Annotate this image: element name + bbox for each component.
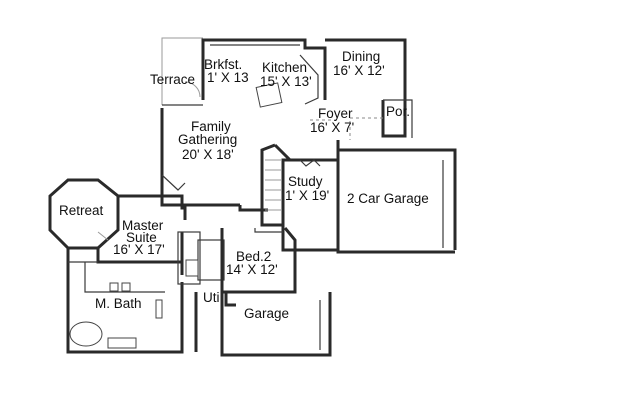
fixtures [69, 44, 383, 349]
room-dim-bed2: 14' X 12' [226, 262, 278, 277]
room-dim-foyer: 16' X 7' [310, 120, 354, 135]
room-name-garage: Garage [244, 306, 289, 321]
room-dim-master: 16' X 17' [113, 242, 165, 257]
room-name-master-line2: Suite [126, 230, 157, 245]
room-name-family-line2: Gathering [178, 132, 237, 147]
room-name-master-line1: Master [122, 218, 164, 233]
room-dim-dining: 16' X 12' [333, 63, 385, 78]
room-name-garage2: 2 Car Garage [347, 191, 429, 206]
room-dim-study: 1' X 19' [285, 188, 329, 203]
room-name-porch: Por. [386, 104, 410, 119]
walls [48, 37, 457, 357]
room-name-brkfst: Brkfst. [204, 57, 242, 72]
room-name-retreat: Retreat [59, 203, 104, 218]
room-dim-brkfst: 1' X 13 [207, 70, 249, 85]
room-name-family-line1: Family [191, 119, 231, 134]
room-name-bed2: Bed.2 [236, 249, 271, 264]
room-name-dining: Dining [342, 49, 380, 64]
room-name-utility: Uti [203, 290, 220, 305]
room-dim-kitchen: 15' X 13' [260, 74, 312, 89]
room-name-kitchen: Kitchen [262, 60, 307, 75]
room-dim-family: 20' X 18' [182, 147, 234, 162]
room-name-foyer: Foyer [318, 106, 353, 121]
room-name-terrace: Terrace [150, 72, 195, 87]
room-labels: Brkfst. 1' X 13 Kitchen 15' X 13' Dining… [59, 49, 429, 321]
room-name-mbath: M. Bath [95, 296, 142, 311]
room-name-study: Study [288, 174, 323, 189]
